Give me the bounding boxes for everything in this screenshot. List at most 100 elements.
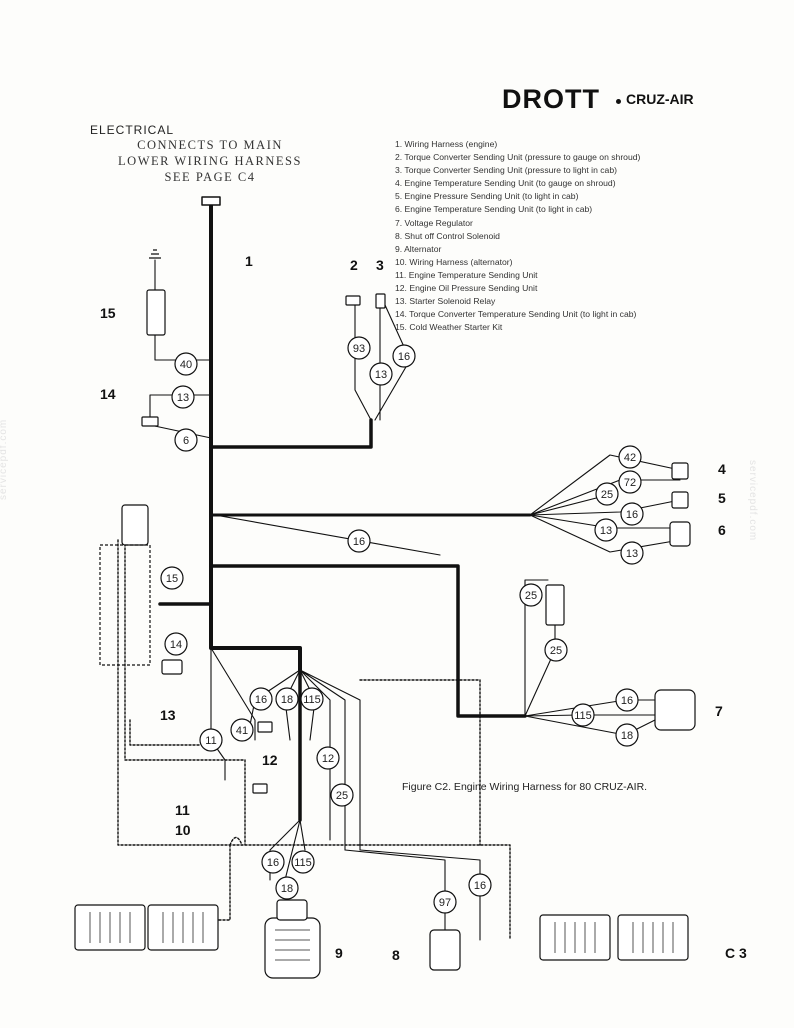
wire-marker-circle (615, 723, 639, 747)
sender-12 (257, 721, 273, 733)
brand-model: CRUZ-AIR (626, 91, 694, 107)
callout-10: 10 (175, 822, 191, 838)
conduit (229, 836, 243, 846)
wire-marker-circle (230, 718, 254, 742)
wire-marker-number: 6 (183, 435, 189, 447)
wire-marker-number: 16 (626, 509, 638, 521)
wire-marker-circle (300, 687, 324, 711)
battery-cells (89, 912, 674, 953)
wire-marker-number: 25 (336, 790, 348, 802)
alternator-fins (275, 929, 310, 961)
wire-marker-number: 93 (353, 343, 365, 355)
sender-11 (252, 783, 268, 794)
wire-marker-number: 18 (621, 730, 633, 742)
wire-marker-number: 16 (474, 880, 486, 892)
main-harness-trunk (209, 203, 302, 672)
wire-marker-number: 97 (439, 897, 451, 909)
starter-relay-13 (161, 659, 183, 675)
wire-marker-circle (618, 470, 642, 494)
wire-marker-number: 25 (525, 590, 537, 602)
wire-marker-circle (620, 541, 644, 565)
sender-4 (671, 462, 689, 480)
sender-14 (141, 416, 159, 427)
conduit (359, 679, 481, 846)
wire-marker-number: 16 (621, 695, 633, 707)
cold-start-bracket (99, 544, 151, 666)
wire-marker-number: 13 (177, 392, 189, 404)
brand-logo: DROTT (502, 84, 600, 114)
wire-marker-number: 115 (294, 857, 312, 869)
legend-item: 11. Engine Temperature Sending Unit (395, 269, 538, 280)
wire-marker-circle (595, 482, 619, 506)
callout-8: 8 (392, 947, 400, 963)
wire-marker-number: 13 (375, 369, 387, 381)
wire-marker-number: 16 (353, 536, 365, 548)
wire-marker-number: 16 (267, 857, 279, 869)
callout-6: 6 (718, 522, 726, 538)
parts-legend: 1. Wiring Harness (engine) 2. Torque Con… (395, 138, 640, 334)
legend-item: 7. Voltage Regulator (395, 217, 473, 228)
legend-item: 6. Engine Temperature Sending Unit (to l… (395, 204, 593, 215)
callout-3: 3 (376, 257, 384, 273)
harness-connector (201, 196, 221, 206)
wire-marker-circle (369, 362, 393, 386)
legend-item: 10. Wiring Harness (alternator) (395, 256, 513, 267)
wire-marker-circle (199, 728, 223, 752)
wire-marker-number: 15 (166, 573, 178, 585)
wire-marker-circle (261, 850, 285, 874)
legend-item: 3. Torque Converter Sending Unit (pressu… (395, 165, 617, 176)
wire-marker-number: 14 (170, 639, 182, 651)
wire-marker-circle (571, 703, 595, 727)
legend-item: 15. Cold Weather Starter Kit (395, 322, 503, 333)
legend-item: 1. Wiring Harness (engine) (395, 139, 498, 149)
wire-marker-number: 25 (550, 645, 562, 657)
wire-marker-circle (275, 687, 299, 711)
callout-13: 13 (160, 707, 176, 723)
callout-11: 11 (175, 802, 190, 818)
wire-marker-number: 42 (624, 452, 636, 464)
voltage-regulator-box (654, 689, 696, 731)
callout-2: 2 (350, 257, 358, 273)
wire-marker-number: 13 (626, 548, 638, 560)
connects-note: CONNECTS TO MAIN LOWER WIRING HARNESS SE… (110, 137, 310, 185)
brand-dot (616, 99, 621, 104)
callout-14: 14 (100, 386, 116, 402)
legend-item: 8. Shut off Control Solenoid (395, 230, 500, 241)
legend-item: 5. Engine Pressure Sending Unit (to ligh… (395, 191, 579, 202)
legend-item: 13. Starter Solenoid Relay (395, 296, 496, 307)
conduit (129, 719, 201, 746)
wire-marker-number: 40 (180, 359, 192, 371)
wire-marker-circle (392, 344, 416, 368)
wire-marker-circle (618, 445, 642, 469)
ground-symbol (149, 249, 161, 259)
legend-item: 9. Alternator (395, 243, 442, 254)
wire-marker-circle (615, 688, 639, 712)
wire-marker-circle (171, 385, 195, 409)
wire-marker-circle (347, 336, 371, 360)
wire-marker-circle (174, 352, 198, 376)
wire-marker-number: 115 (303, 694, 321, 706)
sender-3 (375, 293, 386, 309)
wire-marker-circle (433, 890, 457, 914)
sender-5 (671, 491, 689, 509)
wire (210, 647, 256, 781)
conduit (124, 539, 246, 846)
callout-12: 12 (262, 752, 278, 768)
alternator-top (276, 899, 308, 921)
wire-marker-number: 18 (281, 883, 293, 895)
sender-2 (345, 295, 361, 306)
wire-marker-number: 12 (322, 753, 334, 765)
wire-marker-circle (160, 566, 184, 590)
legend-item: 14. Torque Converter Temperature Sending… (395, 309, 637, 320)
connects-note-line2: LOWER WIRING HARNESS (118, 154, 302, 168)
cold-start-unit (146, 289, 166, 336)
page-reference: C 3 (725, 945, 747, 961)
callout-1: 1 (245, 253, 253, 269)
wire-marker-number: 72 (624, 477, 636, 489)
callout-5: 5 (718, 490, 726, 506)
harness-branch-regulator (209, 564, 527, 718)
wire-marker-circle (291, 850, 315, 874)
